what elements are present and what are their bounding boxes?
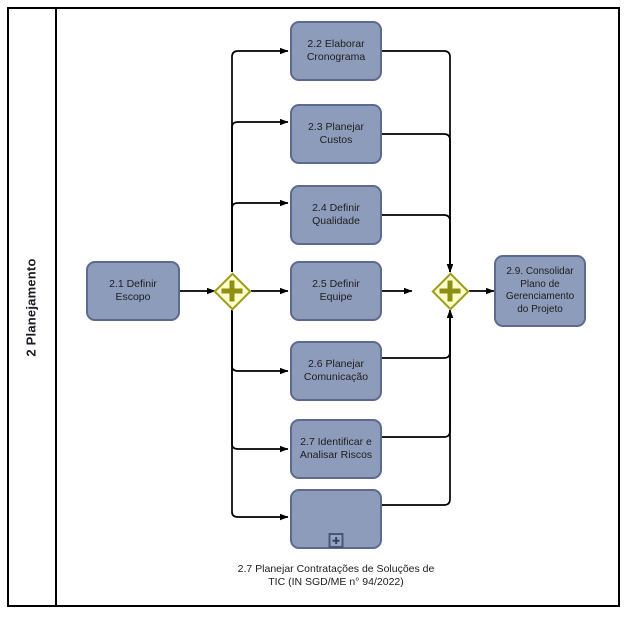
flow-2-3-to-join xyxy=(382,133,454,273)
task-2-7-identificar-analisar-riscos[interactable]: 2.7 Identificar e Analisar Riscos xyxy=(290,419,382,479)
task-2-4-definir-qualidade[interactable]: 2.4 Definir Qualidade xyxy=(290,185,382,245)
flow-split-to-2-3 xyxy=(231,118,289,272)
subprocess-2-7-planejar-contratacoes[interactable] xyxy=(290,489,382,549)
parallel-gateway-split[interactable] xyxy=(212,271,252,311)
task-label: 2.4 Definir Qualidade xyxy=(312,202,360,227)
lane-header: 2 Planejamento xyxy=(7,7,57,607)
task-2-3-planejar-custos[interactable]: 2.3 Planejar Custos xyxy=(290,104,382,164)
task-2-1-definir-escopo[interactable]: 2.1 Definir Escopo xyxy=(86,261,180,321)
flow-split-to-2-7 xyxy=(231,310,289,453)
flow-split-to-2-4 xyxy=(231,199,289,272)
flow-subprocess-to-join xyxy=(382,309,454,506)
task-label: 2.3 Planejar Custos xyxy=(307,121,365,146)
task-label: 2.1 Definir Escopo xyxy=(109,278,157,303)
collapsed-plus-icon[interactable] xyxy=(328,533,344,548)
task-label: 2.2 Elaborar Cronograma xyxy=(306,38,366,63)
parallel-gateway-join[interactable] xyxy=(430,271,470,311)
task-label: 2.9. Consolidar Plano de Gerenciamento d… xyxy=(505,266,575,315)
plus-icon xyxy=(213,272,251,310)
sequence-flows xyxy=(180,47,495,521)
flow-2-4-to-join xyxy=(382,214,454,273)
task-2-9-consolidar-plano[interactable]: 2.9. Consolidar Plano de Gerenciamento d… xyxy=(494,255,586,327)
task-2-2-elaborar-cronograma[interactable]: 2.2 Elaborar Cronograma xyxy=(290,21,382,81)
task-label: 2.5 Definir Equipe xyxy=(312,278,360,303)
task-label: 2.6 Planejar Comunicação xyxy=(303,358,369,383)
subprocess-caption: 2.7 Planejar Contratações de Soluções de… xyxy=(237,563,435,588)
task-label: 2.7 Identificar e Analisar Riscos xyxy=(299,436,373,461)
flow-2-7-to-join xyxy=(382,309,454,438)
flow-2-2-to-join xyxy=(382,50,454,273)
flow-split-to-2-2 xyxy=(231,47,289,272)
task-2-6-planejar-comunicacao[interactable]: 2.6 Planejar Comunicação xyxy=(290,341,382,401)
task-2-5-definir-equipe[interactable]: 2.5 Definir Equipe xyxy=(290,261,382,321)
flow-split-to-subprocess xyxy=(231,310,289,521)
plus-icon xyxy=(431,272,469,310)
flow-split-to-2-6 xyxy=(231,310,289,375)
flow-2-6-to-join xyxy=(382,309,454,359)
